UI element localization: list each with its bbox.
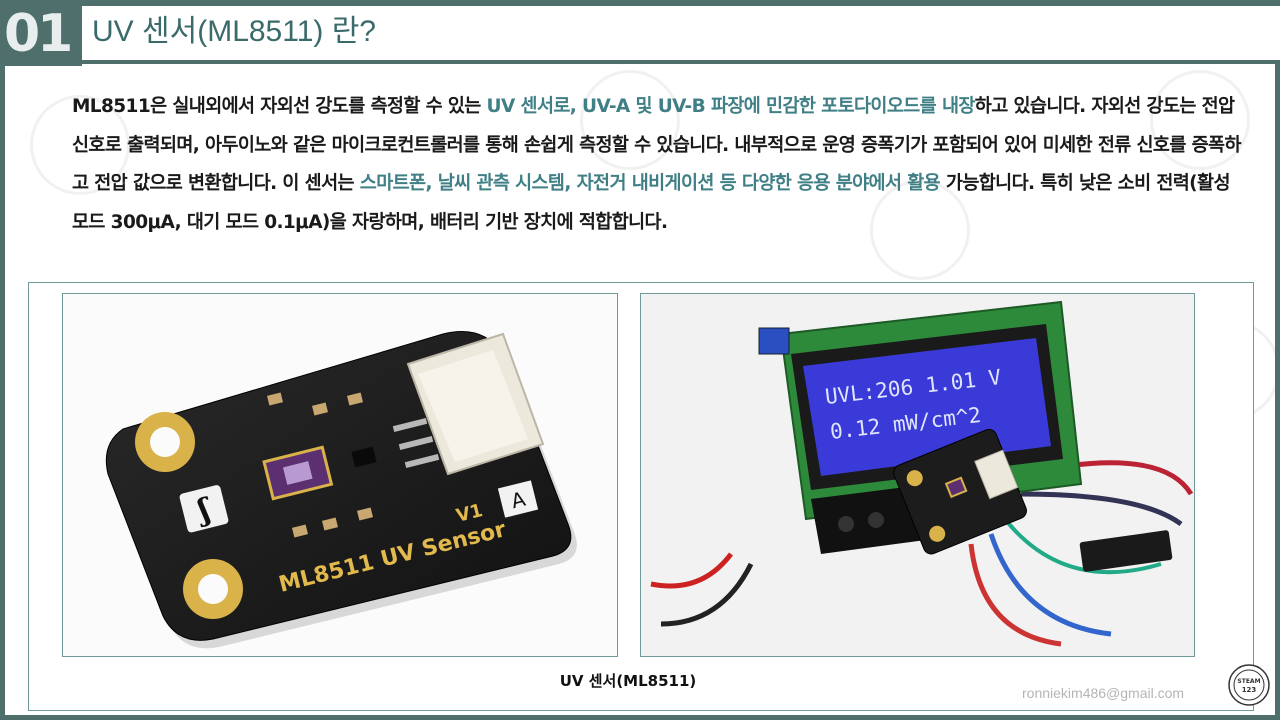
jst-connector xyxy=(392,332,545,476)
watermark-logo xyxy=(580,70,680,170)
steamedu-logo-icon: STEAM 123 xyxy=(1228,664,1270,706)
frame-top xyxy=(0,0,1280,6)
slide-title: UV 센서(ML8511) 란? xyxy=(92,15,376,48)
body-segment: 가능합니다. 특히 낮은 소비 전력(활성 모드 300μA, 대기 모드 0.… xyxy=(72,173,1230,233)
lcd-demo-illustration: UVL:206 1.01 V 0.12 mW/cm^2 xyxy=(641,294,1194,656)
watermark-logo xyxy=(870,180,970,280)
author-email: ronniekim486@gmail.com xyxy=(1022,685,1185,701)
body-highlight: UV 센서로, UV-A 및 UV-B 파장에 민감한 포토다이오드를 내장 xyxy=(486,96,976,117)
body-paragraph: ML8511은 실내외에서 자외선 강도를 측정할 수 있는 UV 센서로, U… xyxy=(72,88,1242,242)
logo-text-bottom: 123 xyxy=(1242,686,1257,694)
brand-logo-icon xyxy=(179,485,229,533)
watermark-logo xyxy=(1150,70,1250,170)
frame-bottom xyxy=(0,715,1280,720)
frame-right xyxy=(1275,60,1280,720)
frame-left xyxy=(0,0,5,720)
lcd-demo-photo: UVL:206 1.01 V 0.12 mW/cm^2 xyxy=(640,293,1195,657)
watermark-logo xyxy=(30,95,130,195)
section-number: 01 xyxy=(4,4,73,64)
sensor-board-photo: ʃ A V1 ML8511 UV Sensor xyxy=(62,293,618,657)
logo-text-top: STEAM xyxy=(1237,678,1260,685)
header-underline xyxy=(82,60,1280,64)
body-highlight: 스마트폰, 날씨 관측 시스템, 자전거 내비게이션 등 다양한 응용 분야에서… xyxy=(359,173,941,194)
body-segment: 하고 있습니다. 자외선 강도는 전압 신호로 출력되며, 아두이노와 같은 마… xyxy=(72,96,1241,194)
body-segment: ML8511은 실내외에서 자외선 강도를 측정할 수 있는 xyxy=(72,96,487,117)
section-number-box: 01 xyxy=(0,0,82,66)
slide-header: 01 UV 센서(ML8511) 란? xyxy=(0,0,1280,66)
uv-sensor-module xyxy=(893,428,1027,555)
sensor-board-illustration: ʃ A V1 ML8511 UV Sensor xyxy=(105,331,577,649)
image-caption: UV 센서(ML8511) xyxy=(559,672,697,690)
board-corner-letter: A xyxy=(509,487,528,514)
